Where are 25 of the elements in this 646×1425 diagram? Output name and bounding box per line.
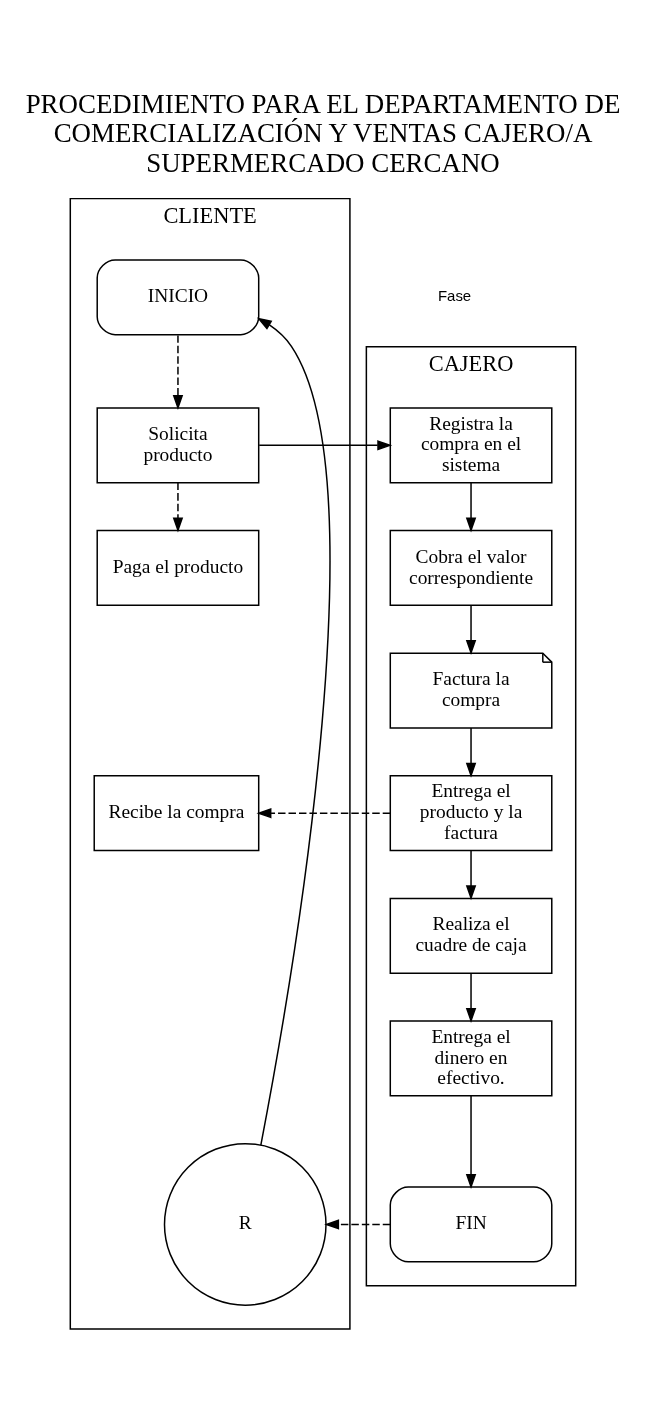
arrow bbox=[465, 481, 477, 532]
arrow bbox=[256, 807, 391, 818]
node-box: Paga el producto bbox=[96, 529, 260, 606]
node-box: Registra la compra en el sistema bbox=[389, 406, 553, 483]
arrow bbox=[465, 849, 477, 900]
arrow bbox=[258, 439, 393, 451]
arrow bbox=[256, 317, 331, 1146]
diagram-title: PROCEDIMIENTO PARA EL DEPARTAMENTO DE COMERCIALIZACIÓN Y VENTAS CAJERO/A SUPERMERCADO CERCANO bbox=[25, 87, 621, 178]
arrow bbox=[465, 1094, 477, 1189]
node-box: Cobra el valor correspondiente bbox=[389, 529, 553, 606]
arrow bbox=[172, 481, 184, 532]
arrow bbox=[172, 334, 184, 410]
node-box: Entrega el producto y la factura bbox=[389, 774, 553, 851]
arrow bbox=[465, 971, 477, 1023]
label: Fase bbox=[437, 286, 472, 304]
node-box: Entrega el dinero en efectivo. bbox=[389, 1019, 553, 1097]
node-box: INICIO bbox=[96, 258, 260, 335]
node-box: Solicita producto bbox=[96, 406, 260, 483]
node-box: FIN bbox=[389, 1185, 553, 1262]
arrow bbox=[465, 604, 477, 655]
arrow bbox=[465, 726, 477, 778]
node-box: Recibe la compra bbox=[93, 774, 260, 851]
node-box: Realiza el cuadre de caja bbox=[389, 897, 553, 974]
node-circle: R bbox=[163, 1142, 327, 1306]
arrow bbox=[324, 1218, 391, 1230]
